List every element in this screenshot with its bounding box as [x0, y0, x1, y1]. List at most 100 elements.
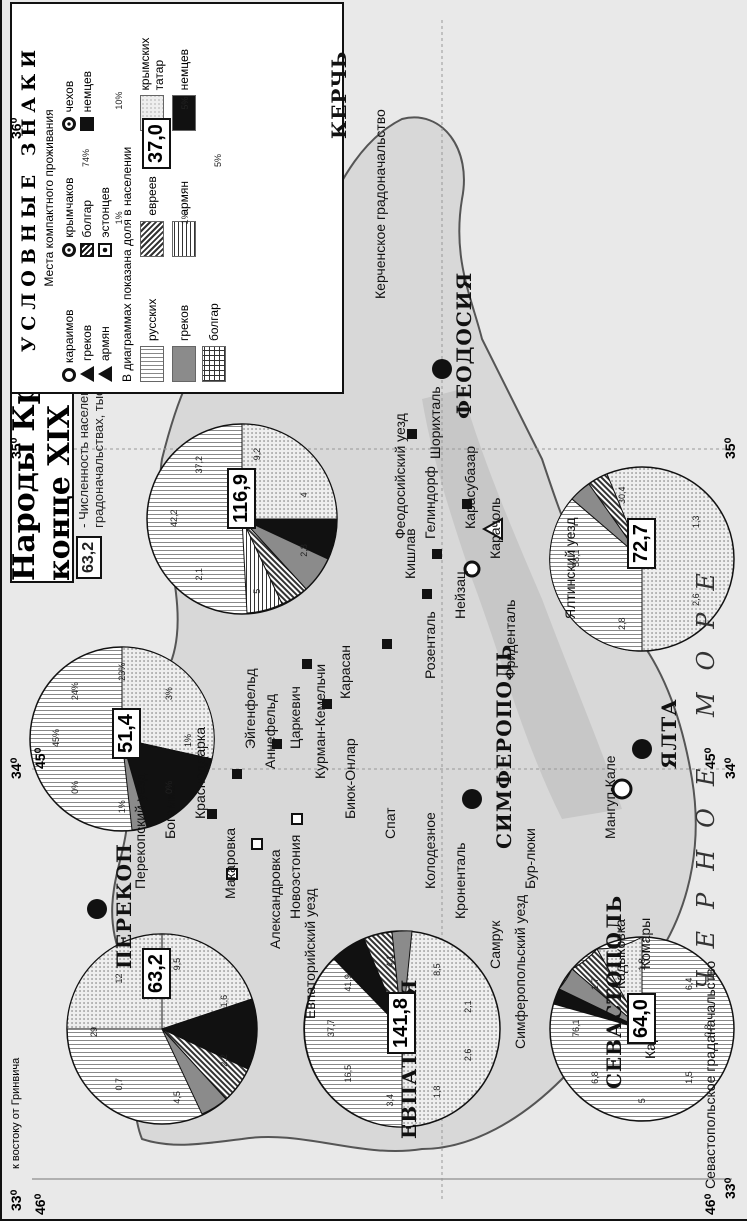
village-karasubazar: Карасубазар	[462, 446, 478, 529]
pie-percent-label: 41,9	[342, 974, 353, 992]
pie-percent-label: 1,8	[637, 958, 647, 971]
pie-percent-label: 29	[88, 1026, 99, 1037]
pie-percent-label: 9,5	[172, 957, 183, 971]
coord-34-bottom: 34⁰	[722, 757, 738, 779]
legend-symbol-label: караимов	[62, 309, 76, 363]
legend-symbol-label: чехов	[62, 80, 76, 113]
legend-symbol-item: эстонцев	[98, 139, 112, 257]
pie-percent-label: 0,8	[703, 1024, 714, 1037]
pie-percent-label: 23%	[117, 662, 127, 681]
pie-percent-label: 0%	[70, 780, 81, 794]
pie-percent-label: 1,5	[683, 1071, 694, 1084]
village-kadykovka: Кадыковка	[612, 919, 628, 989]
uezd-kerch: Керченское градоначальство	[372, 109, 388, 299]
village-biyuk-onlar: Биюк-Онлар	[342, 738, 358, 819]
pie-percent-label: 58,1	[570, 549, 581, 567]
legend-swatch-label: евреев	[145, 176, 159, 216]
village-kronental: Кроненталь	[452, 842, 468, 919]
pie-percent-label: 1,6	[218, 994, 229, 1008]
circle-open-icon	[62, 368, 76, 382]
village-rozental: Розенталь	[422, 611, 438, 679]
pie-percent-label: 9,2	[252, 447, 263, 461]
city-marker-simferopol	[462, 789, 482, 809]
pie-percent-label: 4	[298, 492, 309, 498]
legend-symbol-label: крымчаков	[62, 177, 76, 238]
city-marker-perekop	[87, 899, 107, 919]
pie-percent-label: 5%	[213, 153, 224, 167]
pie-percent-label: 1,3	[690, 515, 701, 529]
uezd-yalta: Ялтинский уезд	[562, 517, 578, 620]
pie-perekop	[66, 933, 258, 1125]
pie-total-perekop: 63,2	[142, 948, 171, 999]
legend-symbol-label: армян	[98, 326, 112, 361]
legend-symbol-item: караимов	[62, 265, 76, 382]
village-karasan: Карасан	[337, 644, 353, 699]
pie-percent-label: 1,7	[590, 977, 601, 991]
legend-swatch	[140, 346, 164, 382]
city-kerch: КЕРЧЬ	[327, 50, 351, 139]
uezd-feodosia: Феодосийский уезд	[392, 413, 408, 539]
pie-percent-label: 5	[637, 1098, 647, 1104]
village-krasnodarka: Красноддарка	[192, 726, 208, 819]
pie-percent-label: 37,2	[194, 456, 205, 474]
legend-swatch-label: болгар	[207, 303, 221, 341]
village-kishlav: Кишлав	[402, 528, 418, 579]
pie-total-yalta: 72,7	[627, 518, 656, 569]
village-mangup-kale: Мангуп-Кале	[602, 755, 618, 839]
pie-percent-label: 1%	[180, 211, 191, 225]
legend-swatch-label: крымских татар	[138, 37, 166, 91]
coord-34-top: 34⁰	[8, 757, 24, 779]
village-fridental: Фриденталь	[502, 599, 518, 679]
legend-symbol-item: крымчаков	[62, 139, 76, 257]
coord-46-right: 46⁰	[32, 1193, 48, 1215]
village-tsarkevich: Царкевич	[287, 686, 303, 749]
legend-swatch-label: немцев	[177, 49, 191, 91]
pie-percent-label: 24%	[70, 682, 81, 701]
legend-swatch-item: русских	[138, 265, 166, 382]
pie-total-feodosia: 116,9	[227, 468, 256, 529]
coord-46-left: 46⁰	[702, 1193, 718, 1215]
village-neizats: Нейзац	[452, 571, 468, 619]
legend-symbol-item: армян	[98, 265, 112, 382]
sq-solid-icon	[80, 117, 94, 132]
legend-symbol-label: греков	[80, 324, 94, 361]
pie-percent-label: 2,8	[616, 617, 627, 630]
legend-swatch	[202, 346, 226, 382]
legend-symbol-label: немцев	[80, 71, 94, 113]
pie-percent-label: 2,2	[218, 1054, 229, 1067]
pie-percent-label: 2,8	[298, 544, 309, 557]
coord-35-top: 35⁰	[8, 437, 24, 459]
pie-percent-label: 6,8	[590, 1071, 601, 1084]
sq-dot-icon	[98, 242, 112, 257]
village-aleksandrovka: Александровка	[267, 849, 283, 950]
legend-heading: УСЛОВНЫЕ ЗНАКИ	[18, 43, 40, 353]
circle-dot-icon	[62, 117, 76, 132]
circle-dot-icon	[62, 242, 76, 257]
legend-subheading: Места компактного проживания	[42, 109, 56, 287]
pie-percent-label: 37,7	[326, 1019, 337, 1037]
note-value: 63,2	[76, 535, 102, 579]
legend-swatch-label: русских	[145, 298, 159, 341]
pie-percent-label: 0,7	[114, 1077, 125, 1091]
uezd-perekop: Перекопский уезд	[132, 772, 148, 889]
village-shorikhtal: Шорихталь	[427, 386, 443, 459]
pie-percent-label: 12	[114, 973, 125, 984]
village-spat: Спат	[382, 807, 398, 839]
pie-total-evpatoria: 51,4	[112, 708, 141, 759]
pie-percent-label: 16,5	[342, 1064, 353, 1083]
coord-45-right: 45⁰	[32, 747, 48, 769]
coord-greenwich: к востоку от Гринвича	[10, 1057, 22, 1169]
village-samruk: Самрук	[487, 920, 503, 969]
pie-percent-label: 2,1	[194, 567, 205, 581]
pie-percent-label: 8,5	[432, 963, 443, 976]
coord-35-bottom: 35⁰	[722, 437, 738, 459]
tri-open-icon	[80, 366, 94, 382]
pie-percent-label: 1,8	[432, 1085, 443, 1099]
village-karachol: Карачоль	[487, 497, 503, 559]
pie-percent-label: 74%	[80, 148, 91, 167]
pie-percent-label: 4,5	[172, 1091, 183, 1104]
